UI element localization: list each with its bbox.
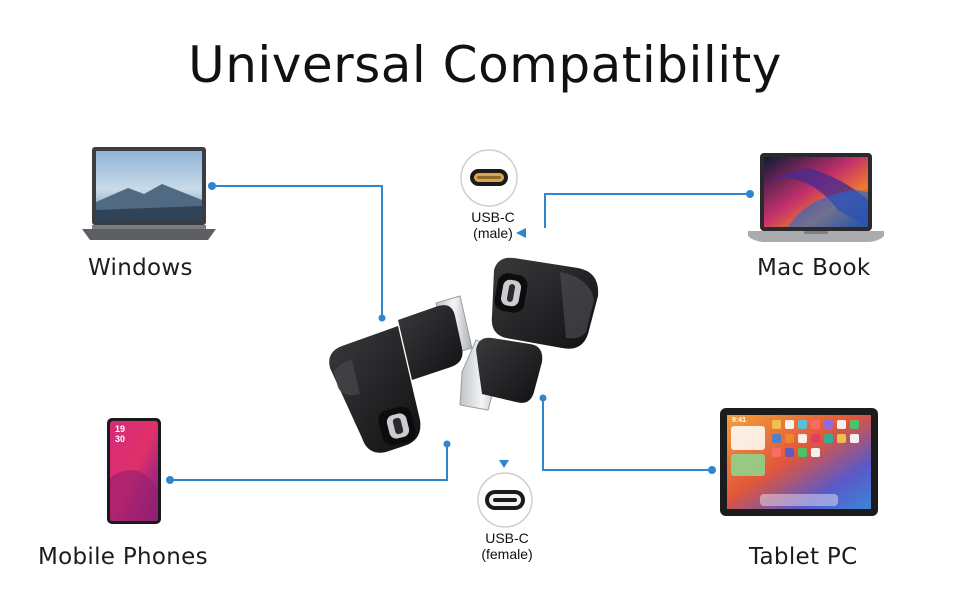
tablet-line-end-dot xyxy=(539,394,547,402)
mobile-line-end-dot xyxy=(443,440,451,448)
macbook-line-dot xyxy=(746,190,754,198)
male-pointer-icon xyxy=(516,228,526,238)
phone-clock-hour: 19 xyxy=(115,424,126,434)
smartphone-icon: 19 30 xyxy=(107,418,161,524)
windows-line-end-dot xyxy=(378,314,386,322)
macbook-label: Mac Book xyxy=(757,255,871,281)
usb-c-female-label: USB-C (female) xyxy=(472,530,542,562)
mobile-label: Mobile Phones xyxy=(38,544,208,570)
mobile-connector-line xyxy=(170,444,448,481)
windows-label: Windows xyxy=(88,255,193,281)
usb-c-female-port-icon xyxy=(477,472,533,528)
page-title: Universal Compatibility xyxy=(188,36,782,94)
tablet-icon: 9:41 xyxy=(720,408,878,516)
macbook-connector-line xyxy=(544,193,750,228)
tablet-connector-line xyxy=(542,398,712,471)
tablet-body xyxy=(720,408,878,516)
windows-line-dot xyxy=(208,182,216,190)
macbook-icon xyxy=(748,153,884,242)
right-adapter xyxy=(459,257,599,411)
tablet-line-dot xyxy=(708,466,716,474)
usb-c-male-label-line1: USB-C xyxy=(471,209,515,225)
tablet-clock: 9:41 xyxy=(732,417,747,424)
usb-c-male-label-line2: (male) xyxy=(473,225,513,241)
tablet-label: Tablet PC xyxy=(749,544,858,570)
usb-c-male-port-icon xyxy=(460,149,518,207)
usb-c-female-label-line2: (female) xyxy=(481,546,533,562)
usb-c-female-label-line1: USB-C xyxy=(485,530,529,546)
phone-clock-minute: 30 xyxy=(115,434,126,444)
mobile-line-dot xyxy=(166,476,174,484)
usb-c-male-label: USB-C (male) xyxy=(462,209,524,241)
female-pointer-icon xyxy=(499,460,509,468)
left-adapter xyxy=(329,295,473,453)
windows-connector-line xyxy=(212,185,383,318)
laptop-icon xyxy=(82,147,216,240)
smartphone-body xyxy=(107,418,161,524)
